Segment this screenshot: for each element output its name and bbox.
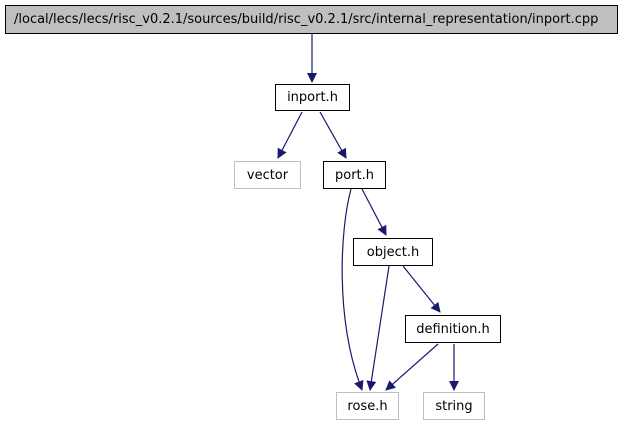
edge-inport-h-to-port-h [319,111,347,159]
edge-definition-h-to-rose-h [385,343,439,391]
edge-object-h-to-rose-h [366,265,390,391]
edge-inport-h-to-vector [277,111,303,159]
node-port-h[interactable]: port.h [323,161,386,189]
node-string: string [423,392,485,420]
node-inport-h[interactable]: inport.h [275,84,350,111]
node-vector: vector [234,161,301,189]
edge-port-h-to-object-h [361,188,387,236]
node-rose-h: rose.h [336,392,399,420]
edge-object-h-to-definition-h [402,265,441,313]
edge-port-h-to-rose-h [341,188,364,391]
node-definition-h[interactable]: definition.h [405,315,501,343]
node-inport-cpp[interactable]: /local/lecs/lecs/risc_v0.2.1/sources/bui… [5,5,618,34]
node-object-h[interactable]: object.h [353,238,433,266]
